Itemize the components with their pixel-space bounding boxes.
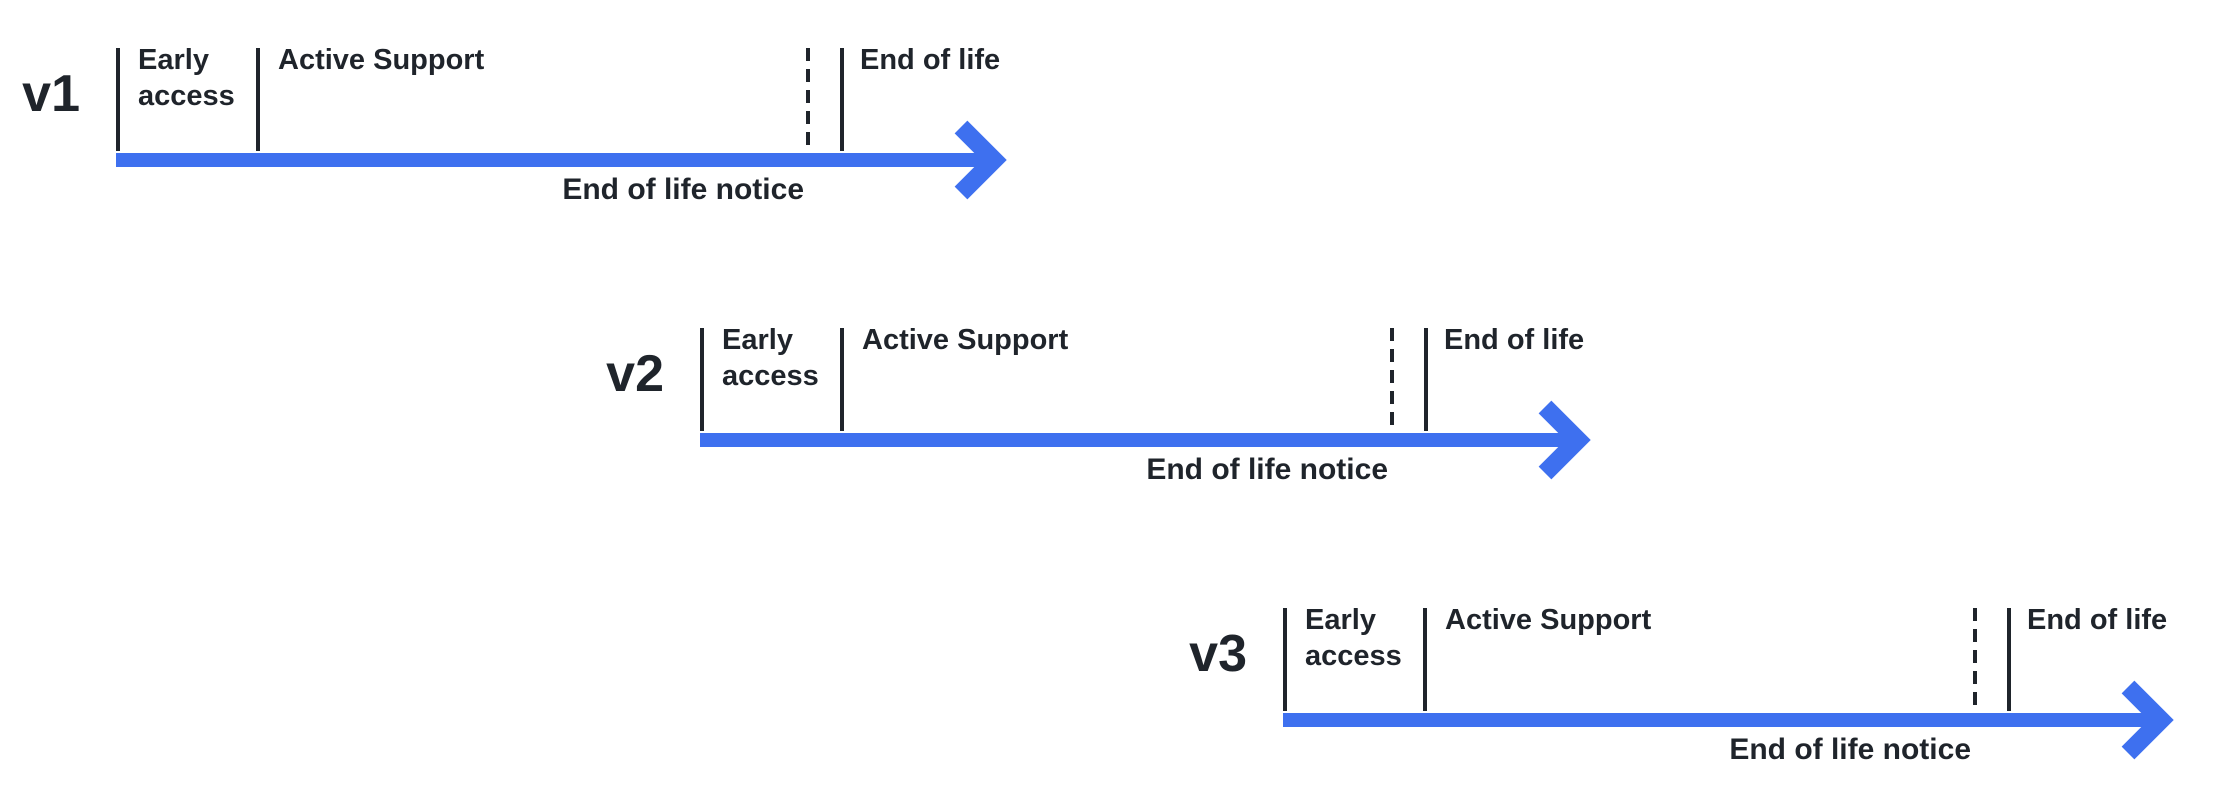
end-of-life-tick — [840, 48, 844, 151]
end-of-life-notice-label: End of life notice — [1729, 733, 1971, 766]
version-label: v2 — [606, 345, 664, 403]
timeline-row-v3: v3 Early access Active Support End of li… — [1189, 604, 2215, 812]
early-access-label: Early access — [722, 324, 819, 392]
end-of-life-notice-label: End of life notice — [1146, 453, 1388, 486]
active-support-start-tick — [1423, 608, 1427, 711]
eol-notice-dashed-tick — [1390, 328, 1394, 428]
eol-notice-dashed-tick — [1973, 608, 1977, 708]
eol-notice-dashed-tick — [806, 48, 810, 148]
active-support-label: Active Support — [278, 44, 485, 76]
end-of-life-notice-label: End of life notice — [562, 173, 804, 206]
early-access-start-tick — [116, 48, 120, 151]
active-support-label: Active Support — [862, 324, 1069, 356]
timeline-row-v1: v1 Early access Active Support End of li… — [22, 44, 1048, 278]
active-support-label: Active Support — [1445, 604, 1652, 636]
timeline-arrow-icon — [1283, 680, 2174, 760]
end-of-life-label: End of life — [2027, 604, 2168, 636]
timeline-row-v2: v2 Early access Active Support End of li… — [606, 324, 1632, 558]
timeline-arrow-icon — [116, 120, 1007, 200]
early-access-label: Early access — [138, 44, 235, 112]
early-access-start-tick — [1283, 608, 1287, 711]
active-support-start-tick — [840, 328, 844, 431]
end-of-life-tick — [1424, 328, 1428, 431]
timeline-arrow-icon — [700, 400, 1591, 480]
version-label: v1 — [22, 65, 80, 123]
early-access-label: Early access — [1305, 604, 1402, 672]
end-of-life-label: End of life — [1444, 324, 1585, 356]
version-label: v3 — [1189, 625, 1247, 683]
early-access-start-tick — [700, 328, 704, 431]
end-of-life-tick — [2007, 608, 2011, 711]
active-support-start-tick — [256, 48, 260, 151]
end-of-life-label: End of life — [860, 44, 1001, 76]
